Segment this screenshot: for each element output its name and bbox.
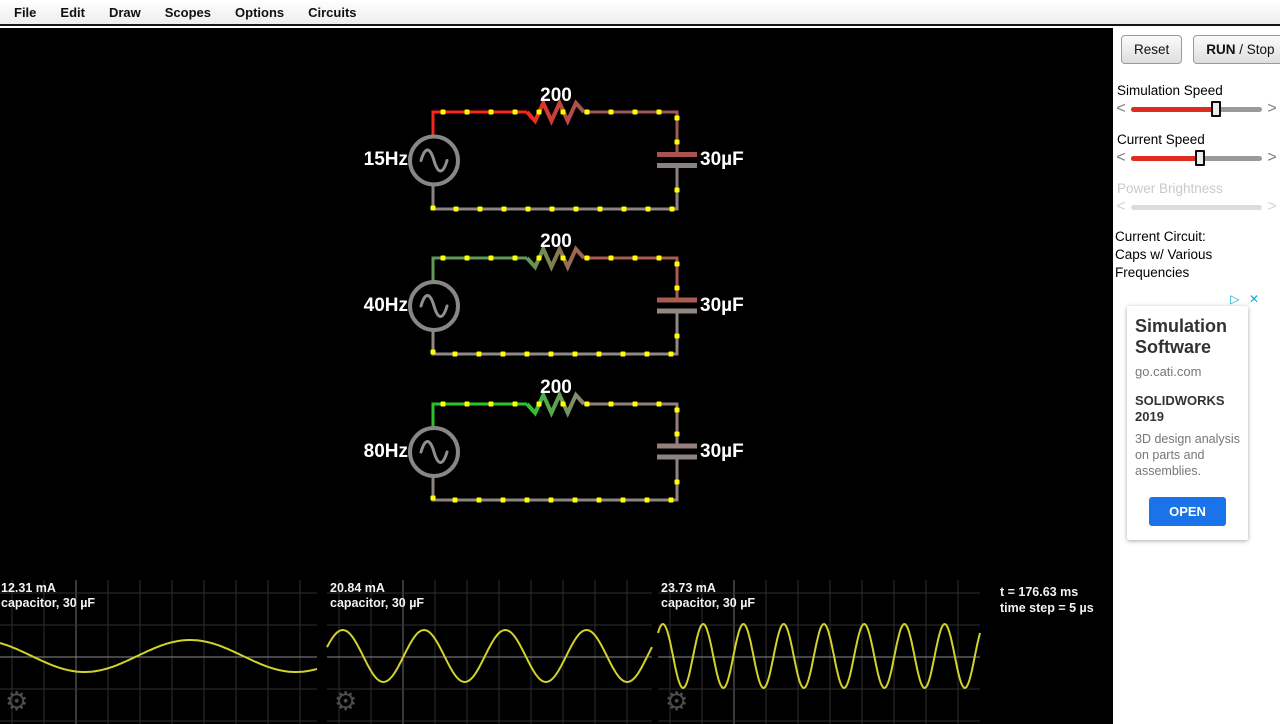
capacitor-label-2: 30µF [700,295,744,316]
slider-increase-arrow[interactable]: > [1267,149,1277,166]
sim-timestep-value: time step = 5 µs [1000,601,1094,615]
current-speed-label: Current Speed [1117,132,1205,147]
capacitor-label-3: 30µF [700,441,744,462]
scope-pane-2[interactable] [326,580,653,724]
circuit-40hz[interactable] [408,244,697,357]
menu-item-circuits[interactable]: Circuits [308,4,357,20]
simulation-speed-slider-block: Simulation Speed < > [1115,83,1278,118]
ad-open-button[interactable]: OPEN [1149,497,1226,526]
power-brightness-label: Power Brightness [1117,181,1223,196]
advertisement: ▷ ✕ Simulation Software go.cati.com SOLI… [1121,290,1263,540]
power-brightness-track [1131,204,1262,210]
scope-pane-1[interactable] [0,580,318,724]
sine-wave-icon [419,294,449,318]
scope2-peak-value: 20.84 mA [330,581,385,595]
ad-body-text: 3D design analysis on parts and assembli… [1135,432,1240,478]
current-circuit-heading: Current Circuit: [1115,229,1206,244]
scope-pane-3[interactable] [657,580,981,724]
circuit-15hz[interactable] [408,98,697,212]
scope1-peak-value: 12.31 mA [1,581,56,595]
scope3-element-label: capacitor, 30 µF [661,596,756,610]
scope-waveform [0,639,318,673]
circuit-canvas-svg [0,98,981,724]
ad-card[interactable]: Simulation Software go.cati.com SOLIDWOR… [1127,306,1248,540]
freq-label-40hz: 40Hz [363,295,408,316]
capacitor-label-1: 30µF [700,149,744,170]
scope2-label: 20.84 mA capacitor, 30 µF [330,581,424,611]
scope3-settings-gear-icon[interactable]: ⚙ [665,686,689,716]
run-stop-button[interactable]: RUN / Stop [1193,35,1280,64]
slider-decrease-arrow: < [1116,198,1126,215]
sim-buttons: Reset RUN / Stop [1121,35,1280,64]
resistor-label-3: 200 [540,377,572,398]
menu-item-options[interactable]: Options [235,4,285,20]
menu-item-draw[interactable]: Draw [108,4,141,20]
ad-title-line2: Software [1135,337,1212,357]
resistor-label-1: 200 [540,85,572,106]
current-circuit-name-line2: Frequencies [1115,265,1190,280]
sine-wave-icon [419,148,449,173]
simulation-speed-track[interactable] [1131,100,1262,117]
ad-close-icon[interactable]: ✕ [1248,292,1259,306]
sim-time-status: t = 176.63 ms time step = 5 µs [1000,584,1094,616]
run-label-rest: / Stop [1235,42,1275,57]
scope2-settings-gear-icon[interactable]: ⚙ [334,686,358,716]
slider-decrease-arrow[interactable]: < [1116,149,1126,166]
adchoices-icon[interactable]: ▷ [1230,292,1240,306]
ad-icons: ▷ ✕ [1121,290,1263,306]
scope1-element-label: capacitor, 30 µF [1,596,96,610]
power-brightness-slider-block: Power Brightness < > [1115,181,1278,216]
sim-time-value: t = 176.63 ms [1000,585,1079,599]
run-label-strong: RUN [1206,42,1236,57]
simulation-speed-label: Simulation Speed [1117,83,1223,98]
scope-waveform [657,623,981,689]
current-circuit-info: Current Circuit: Caps w/ Various Frequen… [1115,228,1212,282]
menu-bar: File Edit Draw Scopes Options Circuits [0,0,1280,26]
current-speed-track[interactable] [1131,149,1262,166]
ad-url: go.cati.com [1135,364,1202,379]
scope-waveform [326,628,653,684]
circuit-80hz[interactable] [408,390,697,503]
current-circuit-name-line1: Caps w/ Various [1115,247,1213,262]
menu-item-file[interactable]: File [14,4,37,20]
scope1-settings-gear-icon[interactable]: ⚙ [5,686,29,716]
scope3-peak-value: 23.73 mA [661,581,716,595]
resistor-label-2: 200 [540,231,572,252]
ad-title: Simulation Software [1135,316,1240,358]
sine-wave-icon [419,440,449,464]
scope3-label: 23.73 mA capacitor, 30 µF [661,581,755,611]
slider-increase-arrow[interactable]: > [1267,100,1277,117]
circuit-canvas[interactable]: 15Hz 200 30µF 40Hz 200 30µF 80Hz 200 30µ… [0,28,1113,724]
freq-label-80hz: 80Hz [363,441,408,462]
control-panel: Reset RUN / Stop Simulation Speed < > Cu… [1113,28,1280,724]
ad-title-line1: Simulation [1135,316,1228,336]
current-speed-thumb[interactable] [1195,149,1206,166]
menu-item-scopes[interactable]: Scopes [164,4,212,20]
simulation-speed-thumb[interactable] [1211,100,1222,117]
scope2-element-label: capacitor, 30 µF [330,596,425,610]
reset-button[interactable]: Reset [1121,35,1183,64]
current-speed-slider-block: Current Speed < > [1115,132,1278,167]
scope1-label: 12.31 mA capacitor, 30 µF [1,581,95,611]
slider-increase-arrow: > [1267,198,1277,215]
slider-decrease-arrow[interactable]: < [1116,100,1126,117]
ad-subtitle: SOLIDWORKS 2019 [1135,393,1225,424]
menu-item-edit[interactable]: Edit [60,4,85,20]
freq-label-15hz: 15Hz [363,149,408,170]
